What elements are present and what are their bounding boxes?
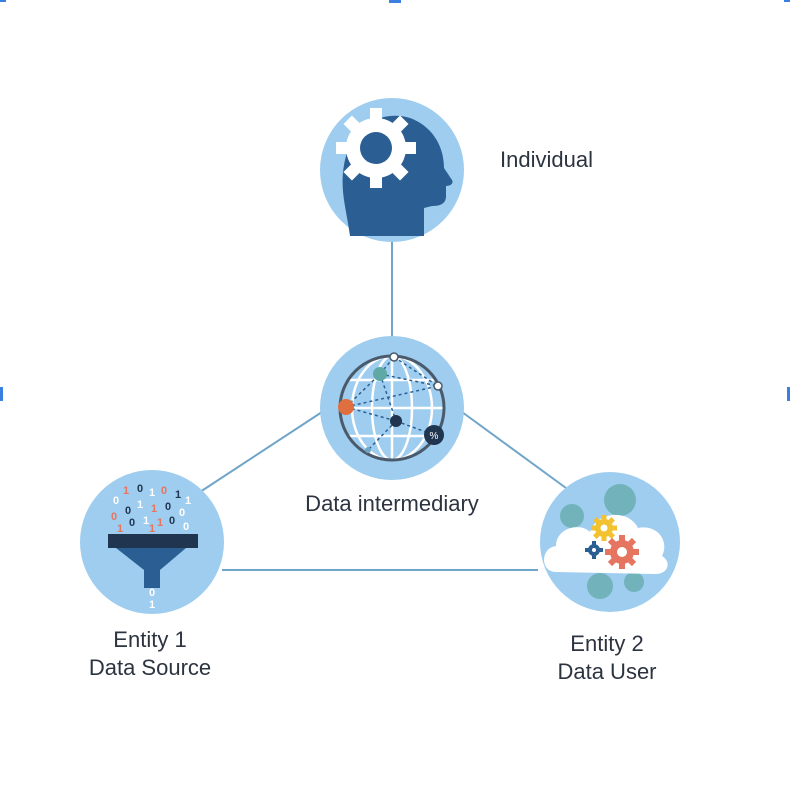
- binary-digit: 1: [157, 517, 163, 529]
- cloud-gears-icon: [544, 484, 668, 599]
- binary-digit: 0: [165, 501, 171, 513]
- svg-text:%: %: [430, 431, 439, 442]
- output-binary-digit: 1: [149, 599, 155, 611]
- binary-digit: 0: [183, 521, 189, 533]
- connectors: [199, 242, 567, 571]
- binary-digit: 0: [137, 483, 143, 495]
- binary-digit: 1: [137, 499, 143, 511]
- output-binary-digit: 0: [149, 587, 155, 599]
- binary-digit: 1: [123, 485, 129, 497]
- selection-handle-top-left[interactable]: [0, 0, 6, 2]
- selection-handle-top[interactable]: [389, 0, 401, 3]
- selection-handle-top-right[interactable]: [784, 0, 790, 2]
- individual-label: Individual: [500, 147, 593, 172]
- entity2-label-line2: Data User: [557, 659, 657, 684]
- node-individual: [320, 98, 464, 242]
- binary-digit: 1: [151, 503, 157, 515]
- binary-digit: 1: [185, 495, 191, 507]
- binary-digit: 1: [175, 489, 181, 501]
- binary-digit: 0: [129, 517, 135, 529]
- entity2-label-line1: Entity 2: [570, 631, 644, 656]
- binary-digit: 1: [149, 487, 155, 499]
- binary-digit: 0: [113, 495, 119, 507]
- selection-handle-right[interactable]: [787, 387, 790, 401]
- head-gear-icon: [336, 108, 453, 236]
- binary-digit: 1: [117, 523, 123, 535]
- node-entity2: [540, 472, 680, 612]
- binary-digit: 0: [161, 485, 167, 497]
- connector-intermediary-entity1: [199, 411, 323, 493]
- entity2-label: Entity 2 Data User: [557, 630, 656, 686]
- binary-digit: 1: [149, 523, 155, 535]
- node-intermediary: %: [320, 336, 464, 480]
- binary-digit: 0: [179, 507, 185, 519]
- globe-network-icon: %: [338, 352, 446, 462]
- binary-digit: 0: [125, 505, 131, 517]
- connector-intermediary-entity2: [461, 411, 567, 489]
- intermediary-label: Data intermediary: [305, 491, 479, 516]
- entity1-label-line2: Data Source: [88, 655, 212, 680]
- binary-digit: 0: [111, 511, 117, 523]
- binary-digit: 0: [169, 515, 175, 527]
- binary-digit: 1: [143, 515, 149, 527]
- selection-handle-left[interactable]: [0, 387, 3, 401]
- entity1-label-line1: Entity 1: [113, 627, 187, 652]
- entity1-label: Entity 1 Data Source: [89, 626, 211, 682]
